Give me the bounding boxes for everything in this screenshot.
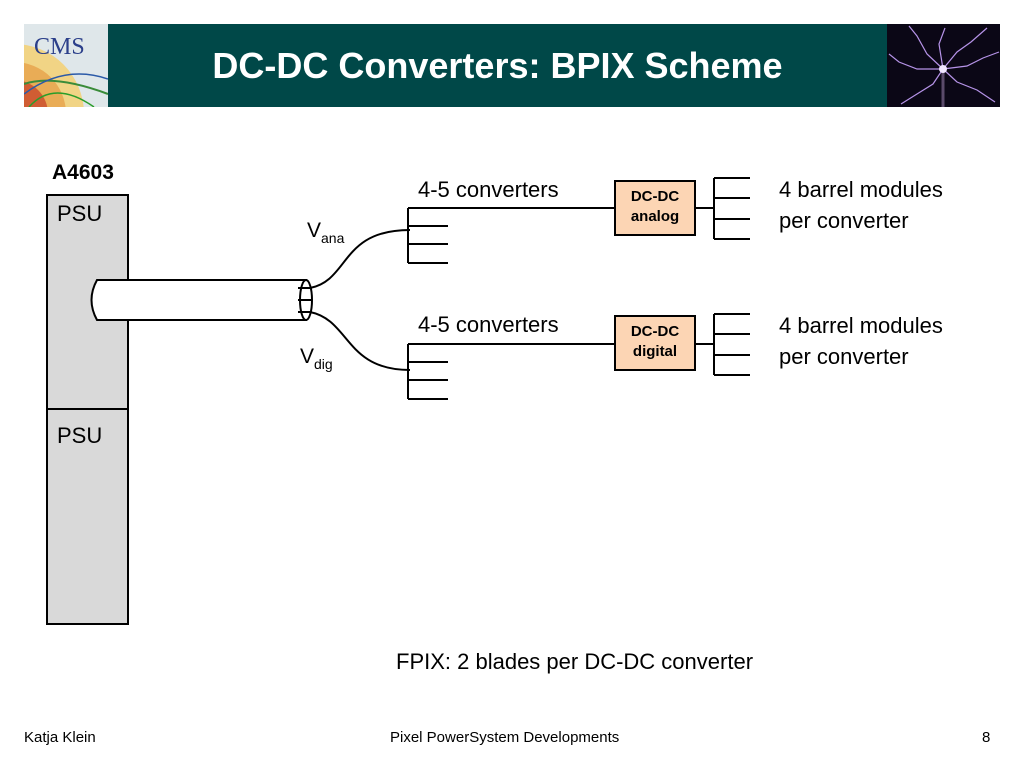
psu-bottom-label: PSU	[57, 423, 103, 448]
cable-tube	[90, 279, 307, 321]
dcdc-analog-line2: analog	[630, 208, 680, 225]
cms-logo-icon: CMS	[24, 24, 108, 107]
plasma-lightning-image	[887, 24, 1000, 107]
vana-cable	[309, 229, 411, 289]
dcdc-analog-box: DC-DC analog	[614, 180, 696, 236]
top-converters-label: 4-5 converters	[418, 177, 559, 202]
top-modules-line2: per converter	[779, 208, 909, 233]
fpix-note: FPIX: 2 blades per DC-DC converter	[396, 649, 754, 674]
dcdc-digital-line1: DC-DC	[630, 323, 680, 340]
dcdc-digital-line2: digital	[632, 343, 678, 360]
slide-title: DC-DC Converters: BPIX Scheme	[212, 45, 783, 86]
vdig-cable	[309, 311, 411, 371]
psu-bottom-block	[46, 408, 129, 625]
vdig-label: Vdig	[300, 345, 333, 372]
cms-logo-text: CMS	[34, 34, 85, 60]
top-modules-line1: 4 barrel modules	[779, 177, 943, 202]
vana-label: Vana	[307, 219, 345, 246]
dcdc-digital-box: DC-DC digital	[614, 315, 696, 371]
page-number: 8	[982, 729, 991, 746]
title-bar	[24, 24, 1000, 107]
psu-top-label: PSU	[57, 201, 103, 226]
footer-title: Pixel PowerSystem Developments	[390, 729, 620, 746]
crate-label: A4603	[52, 161, 114, 184]
bottom-modules-line2: per converter	[779, 344, 909, 369]
footer-author: Katja Klein	[24, 729, 96, 746]
dcdc-analog-line1: DC-DC	[630, 188, 680, 205]
bottom-modules-line1: 4 barrel modules	[779, 313, 943, 338]
bottom-converters-label: 4-5 converters	[418, 312, 559, 337]
